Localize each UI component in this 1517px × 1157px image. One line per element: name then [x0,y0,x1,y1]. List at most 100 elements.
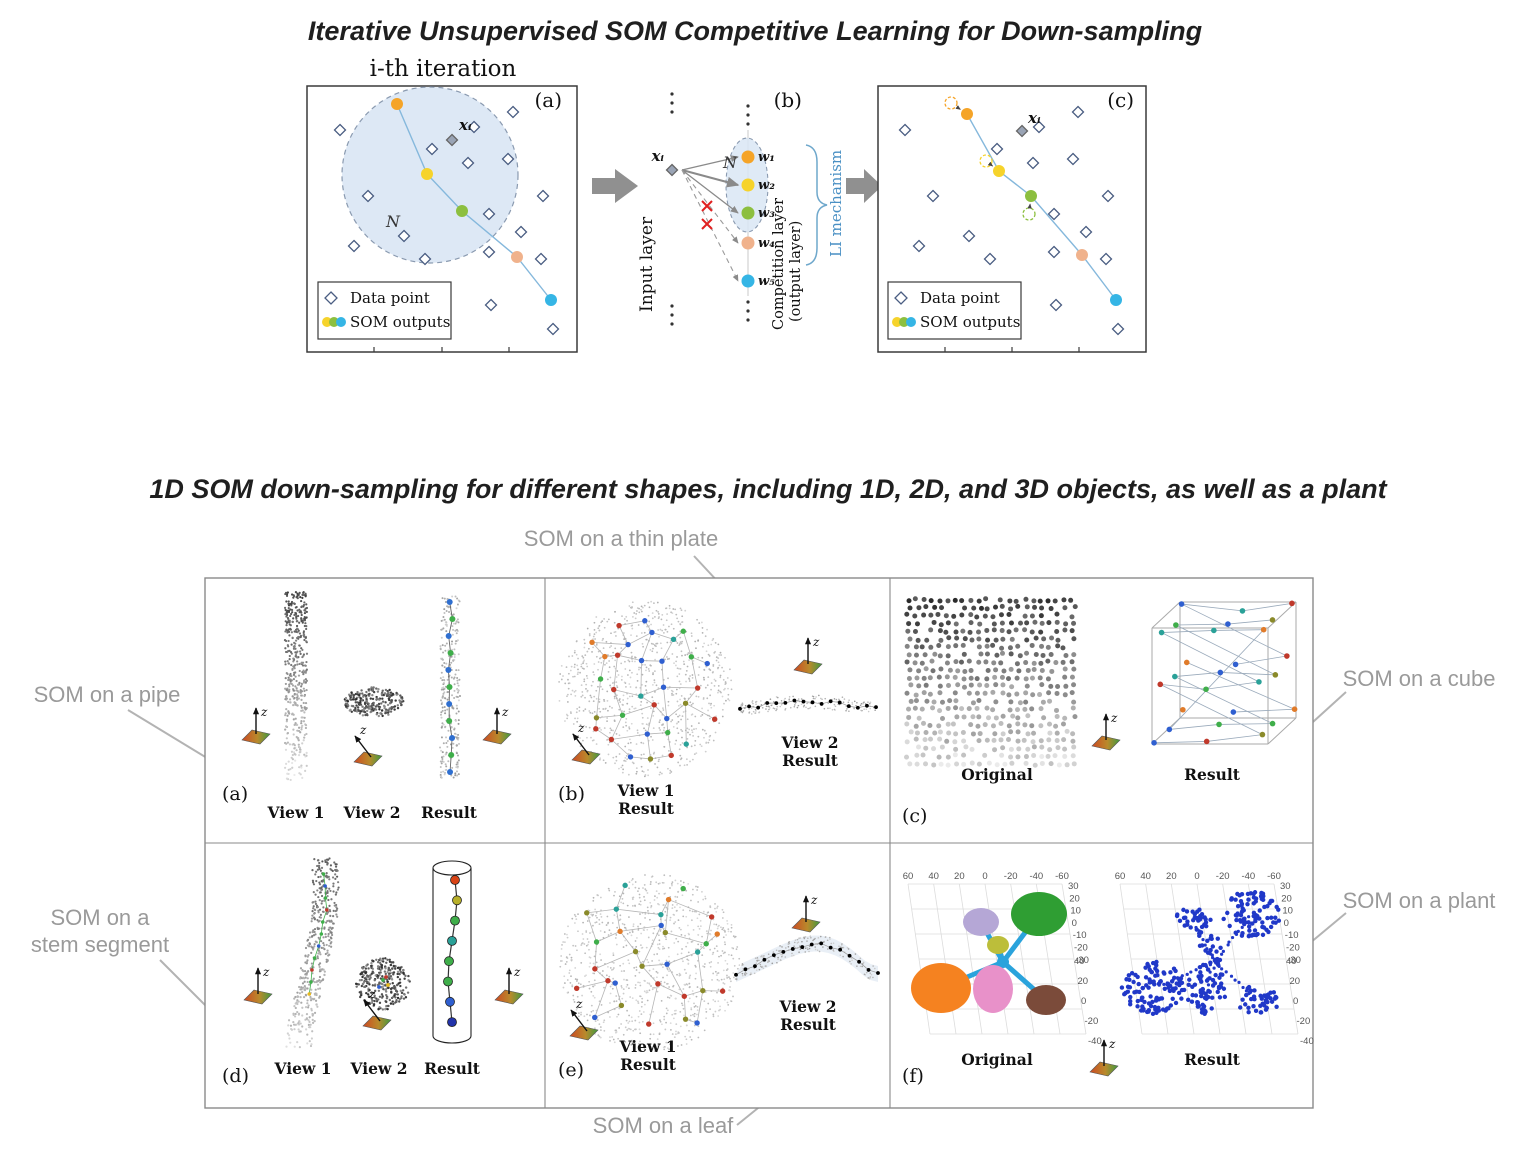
ellipsis-dots-icon [746,300,750,304]
som-node [1239,608,1246,614]
legend-c-data-point-label: Data point [920,289,1000,307]
results-grid-lines [205,578,1313,1108]
x-tick-label: -60 [1267,871,1281,882]
som-outputs-icon [906,317,916,327]
som-node [855,705,860,710]
cell-d-view2-label: View 2 [349,1059,407,1078]
data-point-icon [324,291,338,305]
som-node [1225,621,1231,627]
som-node [1269,617,1276,623]
data-point-diamond [397,229,411,243]
data-point-diamond [418,252,432,266]
som-node [1211,627,1217,634]
cell-a-view2-label: View 2 [342,803,400,822]
weight-label: w₄ [758,236,775,251]
data-point-diamond [506,105,520,119]
cell-c-tag: (c) [902,805,927,827]
panel-b-tag: (b) [774,88,802,112]
x-tick-label: 20 [1166,871,1177,882]
som-node [682,1016,689,1022]
som-node [616,622,622,629]
som-node [597,676,604,682]
som-node [584,910,590,916]
som-node [310,968,314,972]
weight-node [741,236,755,250]
axis-indicator-icon: z [494,965,524,1005]
som-node [449,616,456,622]
data-point-diamond [1066,152,1080,166]
axis-indicator-icon: z [791,893,821,933]
ellipsis-dots-icon [746,318,750,322]
som-node [443,976,453,987]
x-tick-label: -20 [1004,871,1018,882]
som-node [1272,672,1279,678]
axis-indicator-icon: z [571,721,601,765]
som-node [847,953,852,958]
som-node [448,752,455,758]
som-node [644,731,650,737]
som-output-node [1110,294,1122,306]
som-output-node [391,98,403,110]
li-mechanism-label: LI mechanism [827,150,845,257]
som-node [857,959,861,964]
som-node [700,987,706,994]
som-node [446,701,453,707]
som-node [449,735,456,741]
z-tick-label: 30 [1280,881,1291,892]
som-node [866,968,871,972]
som-node [846,704,851,709]
z-tick-label: -10 [1285,930,1299,941]
panel-a-scatter [333,98,560,336]
legend-a-box [317,281,452,340]
data-point-diamond [461,156,475,170]
som-node [774,701,779,706]
callout-plant: SOM on a plant [1343,888,1496,913]
som-output-node [961,108,973,120]
plant-blob-pink-fruit [973,965,1013,1013]
som-outputs-icon [336,317,346,327]
bottom-title: 1D SOM down-sampling for different shape… [149,474,1387,504]
som-node [719,988,726,994]
panel-a-axis-ticks [373,347,510,352]
y-tick-label: -20 [1085,1016,1099,1027]
som-output-node [511,251,523,263]
cell-a-tag: (a) [222,783,248,805]
x-tick-label: 40 [928,871,939,882]
z-axis-label: z [575,997,583,1011]
som-node [639,963,645,969]
som-node [664,961,670,967]
cell-e-tag: (e) [558,1059,584,1081]
cell-c-cube [904,596,1298,768]
axis-indicator-icon: z [243,965,273,1005]
legend-c-som-outputs-label: SOM outputs [920,313,1020,331]
data-point-diamond [1099,252,1113,266]
li-brace [805,144,828,266]
data-point-diamond [467,120,481,134]
point-cloud [559,874,741,1053]
som-node [704,660,710,667]
som-node [1157,681,1164,688]
connection-arrow [681,169,739,244]
flow-arrow-icon [846,169,882,203]
z-tick-label: -20 [1074,943,1088,954]
som-node [593,715,600,721]
data-point-diamond [514,225,528,239]
x-tick-label: -40 [1241,871,1255,882]
som-node [573,985,580,991]
data-point-diamond [1079,225,1093,239]
axis-indicator-icon: z [482,705,512,745]
z-tick-label: 10 [1070,906,1081,917]
som-node [1166,726,1173,733]
z-tick-label: -10 [1073,930,1087,941]
som-node [838,947,843,952]
ellipsis-dots-icon [670,101,674,105]
data-point-diamond [926,189,940,203]
weight-label: w₃ [758,206,775,221]
data-point-diamond [1032,120,1046,134]
som-node [876,971,880,975]
som-node [668,752,674,759]
som-node [618,1002,625,1009]
xi-label-a: xᵢ [458,116,472,134]
previous-position-marker [944,96,958,110]
